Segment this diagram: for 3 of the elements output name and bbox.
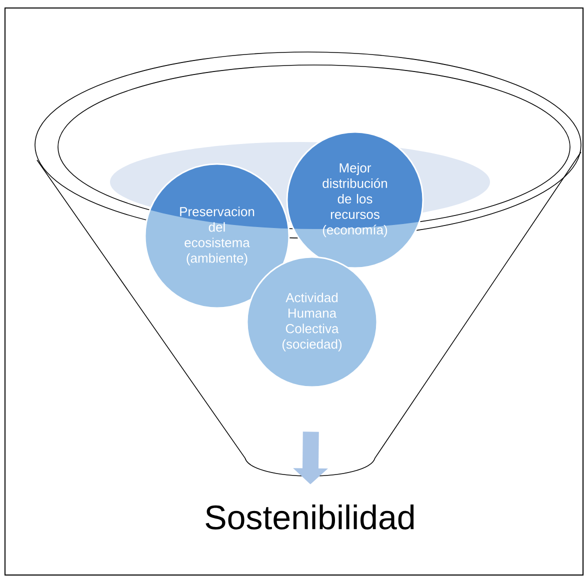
circle-node: Actividad Humana Colectiva (sociedad) [246,256,378,388]
result-text: Sostenibilidad [206,504,414,530]
circle-node: Mejor distribución de los recursos (economía) [286,131,424,269]
